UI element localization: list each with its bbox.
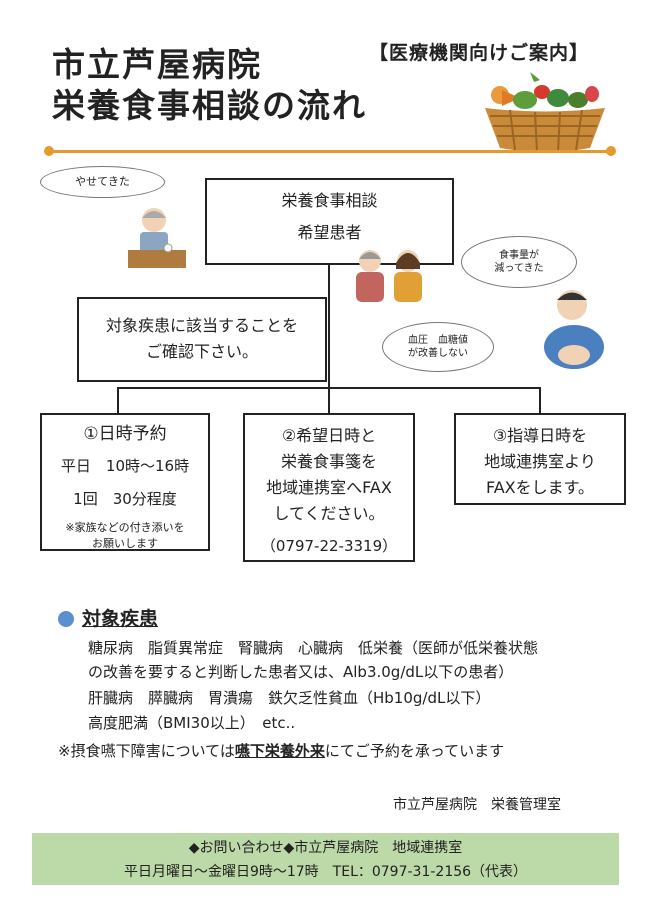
overweight-man-illustration [544,290,604,369]
step2-fax-number: （0797-22-3319） [260,537,398,555]
audience-tag: 【医療機関向けご案内】 [369,42,590,64]
step2-line3: 地域連携室へFAX [266,478,392,497]
footer-line1: ◆お問い合わせ◆市立芦屋病院 地域連携室 [188,840,463,856]
footer-line2: 平日月曜日～金曜日9時～17時 TEL：0797-31-2156（代表） [123,864,528,880]
swallowing-clinic-link: 嚥下栄養外来 [234,742,325,760]
swallowing-note-suffix: にてご予約を承っています [324,742,505,760]
patient-box-line2: 希望患者 [297,223,362,242]
page-title-line1: 市立芦屋病院 [52,45,262,84]
swallowing-note-prefix: ※摂食嚥下障害については [58,742,235,760]
step2-line1: ②希望日時と [281,426,377,445]
speech-bubble-blood-pressure: 血圧 血糖値 が改善しない [382,322,494,372]
patient-box-line1: 栄養食事相談 [281,191,378,210]
vegetable-basket-illustration [485,72,605,153]
contact-footer: ◆お問い合わせ◆市立芦屋病院 地域連携室 平日月曜日～金曜日9時～17時 TEL… [32,833,619,885]
page-title-line2: 栄養食事相談の流れ [52,86,367,125]
confirm-box: 対象疾患に該当することを ご確認下さい。 [77,297,327,382]
confirm-box-line1: 対象疾患に該当することを [105,316,298,335]
divider-dot-right [606,146,616,156]
connector-to-step2 [328,387,330,414]
step3-box: ③指導日時を 地域連携室より FAXをします。 [454,413,626,505]
step1-time: 平日 10時～16時 [60,457,190,475]
step1-duration: 1回 30分程度 [73,490,177,508]
step2-box: ②希望日時と 栄養食事箋を 地域連携室へFAX してください。 （0797-22… [243,413,415,562]
diseases-line2: の改善を要すると判断した患者又は、Alb3.0g/dL以下の患者） [88,663,514,681]
step1-note-line2: お願いします [92,537,158,550]
step1-box: ①日時予約 平日 10時～16時 1回 30分程度 ※家族などの付き添いを お願… [40,413,210,551]
bp-bubble-line2: が改善しない [408,348,468,359]
connector-vertical-main [328,265,330,388]
patient-box: 栄養食事相談 希望患者 [205,178,454,265]
connector-to-step3 [539,387,541,414]
divider-dot-left [44,146,54,156]
step1-title: ①日時予約 [83,424,167,444]
swallowing-note: ※摂食嚥下障害については嚥下栄養外来にてご予約を承っています [58,740,504,761]
step3-line2: 地域連携室より [484,452,596,471]
signature: 市立芦屋病院 栄養管理室 [393,797,561,813]
elderly-couple-illustration [356,250,422,302]
meal-bubble-line2: 減ってきた [494,263,544,274]
connector-to-step1 [117,387,119,414]
header-divider [50,150,610,153]
diseases-heading: 対象疾患 [82,608,159,630]
diseases-line1: 糖尿病 脂質異常症 腎臓病 心臓病 低栄養（医師が低栄養状態 [88,639,539,657]
step2-line2: 栄養食事箋を [280,452,377,471]
bp-bubble-line1: 血圧 血糖値 [408,335,468,346]
diseases-line4: 高度肥満（BMI30以上） etc.. [88,714,296,732]
speech-bubble-meal: 食事量が 減ってきた [461,236,577,288]
confirm-box-line2: ご確認下さい。 [145,342,258,361]
elderly-man-illustration [128,208,186,268]
step2-line4: してください。 [273,504,385,523]
speech-bubble-thin: やせてきた [40,166,165,198]
meal-bubble-line1: 食事量が [499,250,539,261]
diseases-line3: 肝臓病 膵臓病 胃潰瘍 鉄欠乏性貧血（Hb10g/dL以下） [88,689,491,707]
section-bullet-icon [58,611,74,627]
step3-line3: FAXをします。 [485,478,595,497]
step1-note-line1: ※家族などの付き添いを [65,521,185,534]
step3-line1: ③指導日時を [492,426,588,445]
